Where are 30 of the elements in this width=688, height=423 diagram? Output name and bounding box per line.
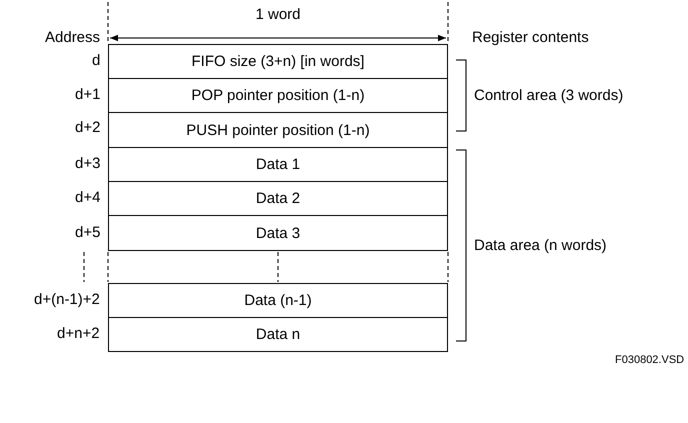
- register-cell: [108, 112, 448, 148]
- dimension-label: 1 word: [256, 6, 301, 24]
- register-text: Data 1: [256, 156, 300, 173]
- area-label: Control area (3 words): [474, 87, 624, 105]
- column-header: Register contents: [472, 29, 589, 47]
- address-label: d+1: [75, 86, 100, 104]
- address-label: d+3: [75, 155, 100, 173]
- address-label: d+n+2: [57, 325, 100, 343]
- register-cell: [108, 317, 448, 352]
- register-text: PUSH pointer position (1-n): [186, 122, 370, 138]
- register-cell: [108, 181, 448, 216]
- register-text: FIFO size (3+n) [in words]: [192, 53, 364, 70]
- area-label: Data area (n words): [474, 237, 607, 255]
- register-cell: [108, 215, 448, 251]
- address-label: d+(n-1)+2: [34, 291, 100, 309]
- register-cell: [108, 147, 448, 182]
- address-label: d+2: [75, 119, 100, 137]
- address-label: d+5: [75, 224, 100, 242]
- register-text: POP pointer position (1-n): [191, 87, 365, 104]
- register-cell: [108, 283, 448, 318]
- register-text: Data 3: [256, 224, 300, 242]
- column-header: Address: [45, 29, 100, 47]
- register-text: Data (n-1): [244, 292, 312, 309]
- register-cell: [108, 78, 448, 113]
- address-label: d: [92, 52, 100, 70]
- address-label: d+4: [75, 189, 100, 207]
- register-text: Data n: [256, 326, 300, 343]
- register-cell: [108, 44, 448, 79]
- figure-id: F030802.VSD: [615, 353, 684, 368]
- register-text: Data 2: [256, 190, 300, 207]
